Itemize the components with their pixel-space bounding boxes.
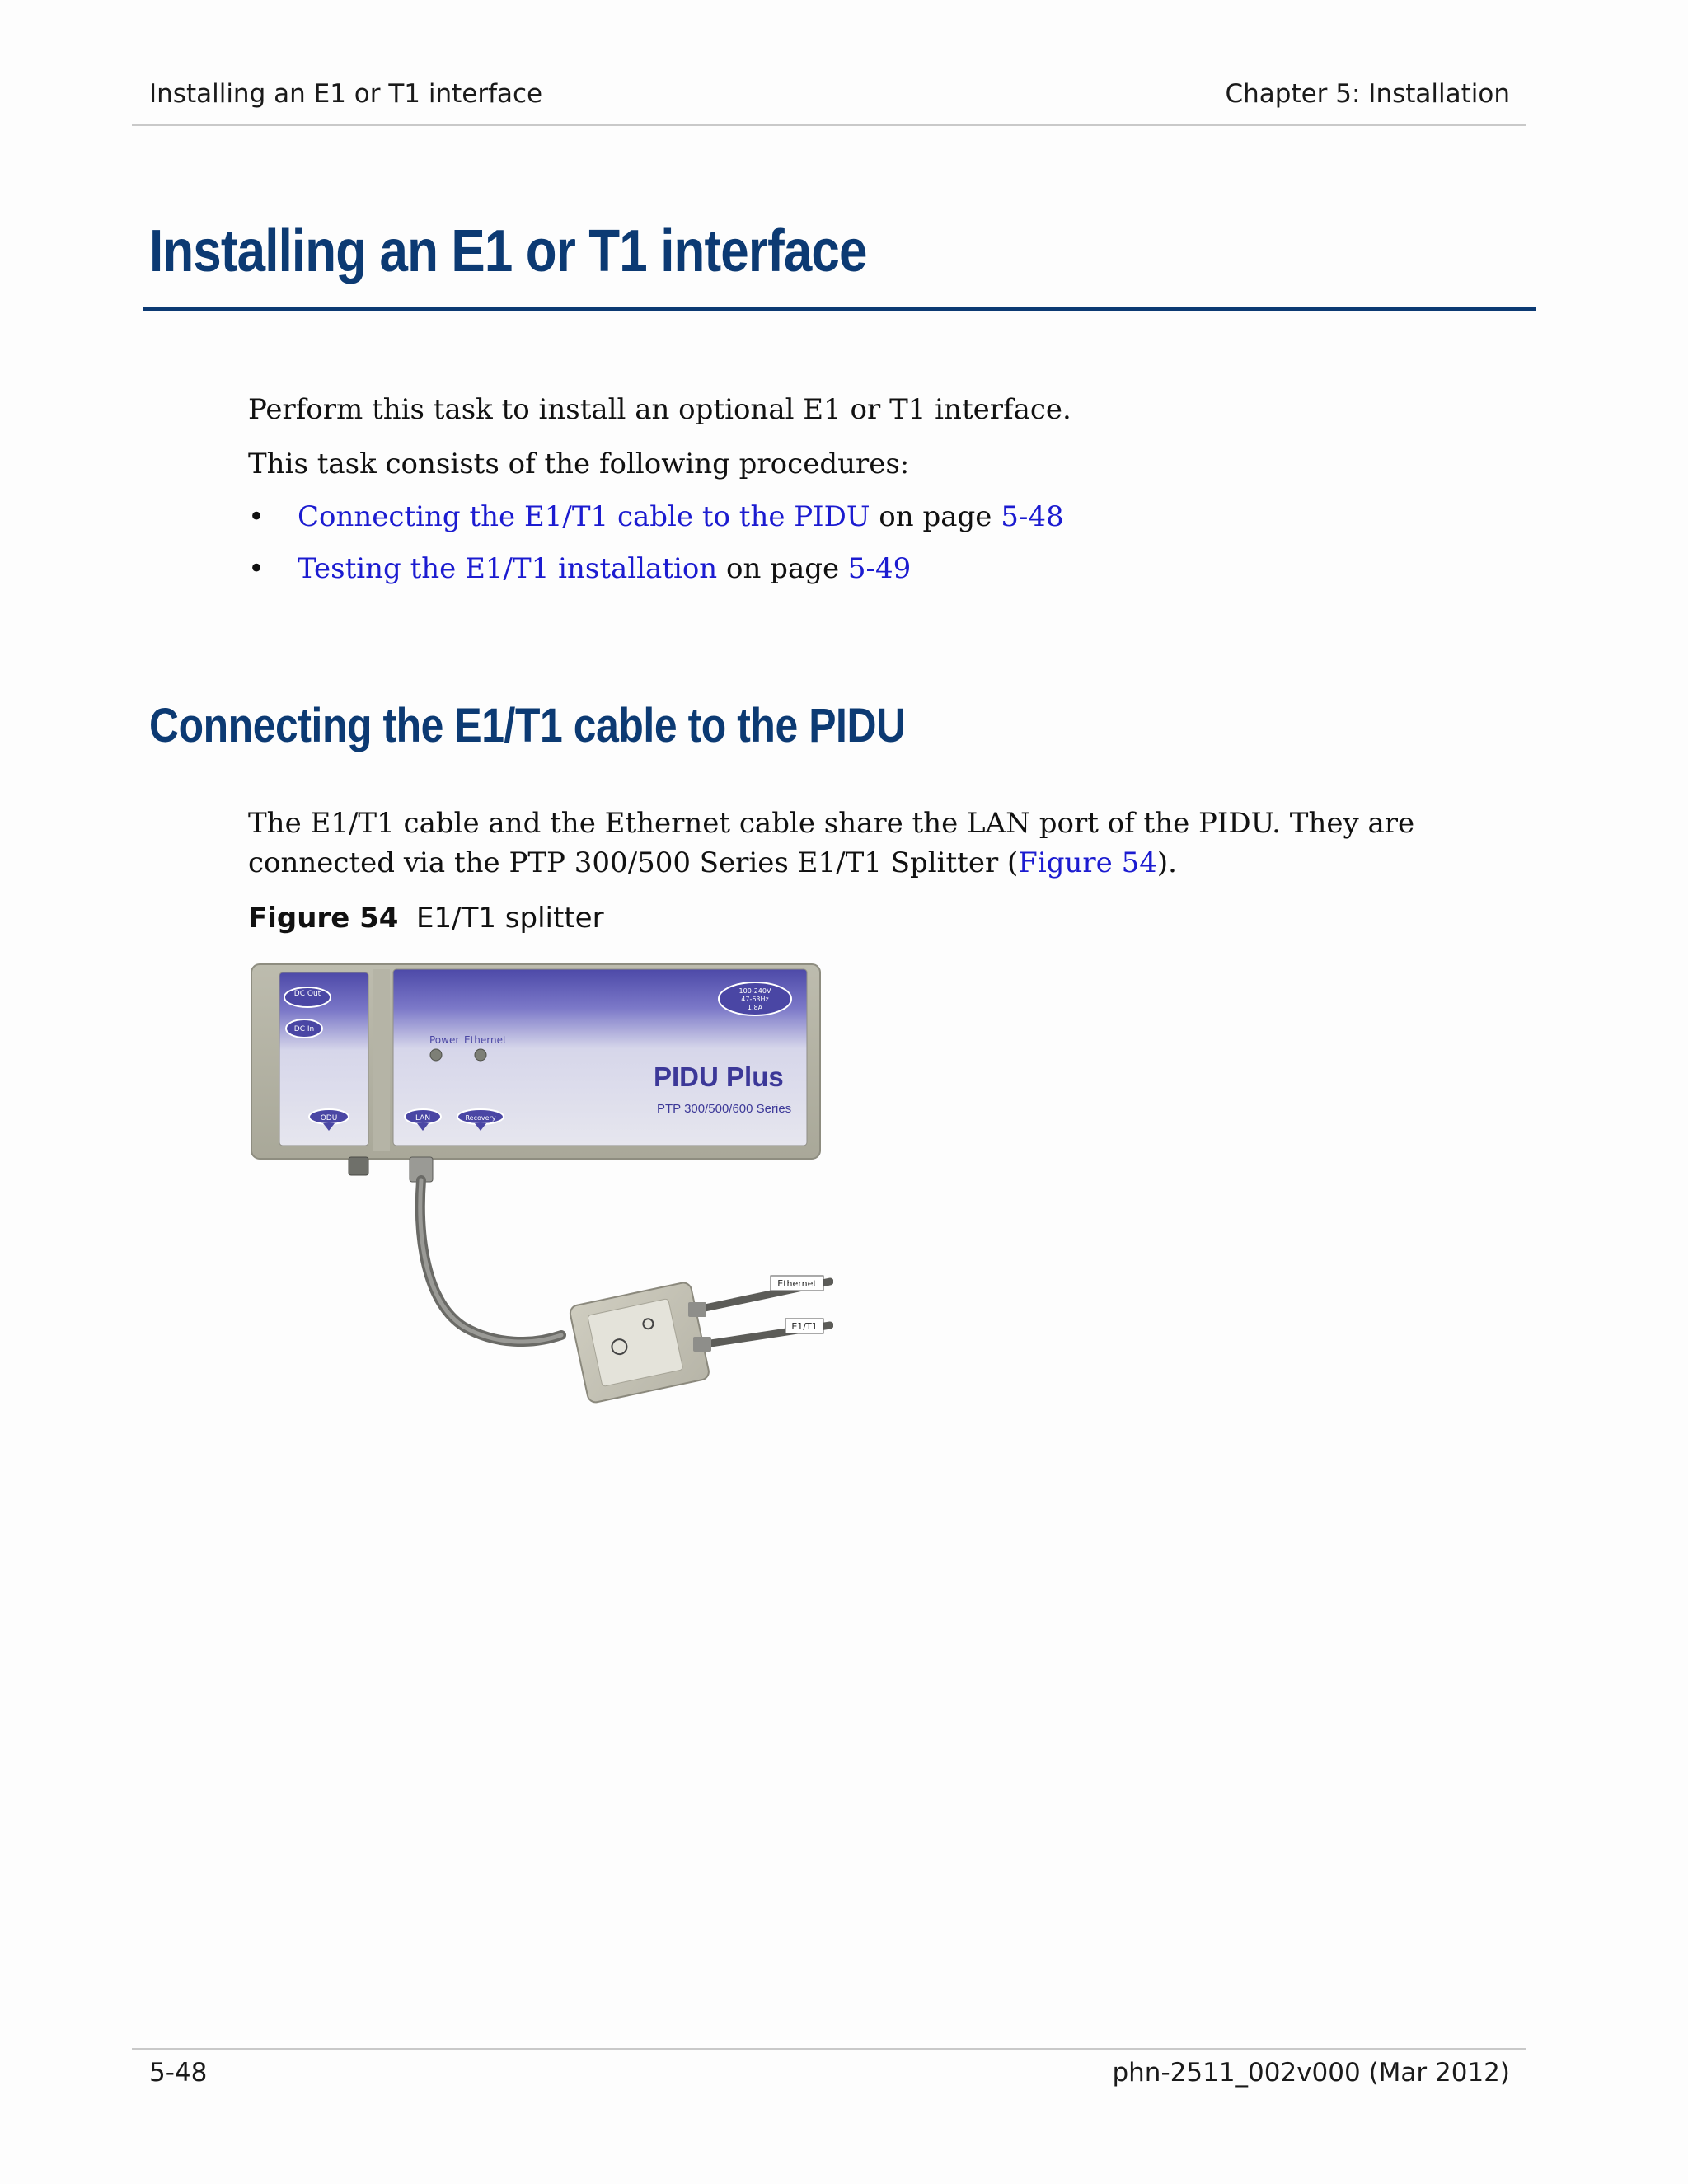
splitter-box <box>569 1282 710 1404</box>
section-paragraph: The E1/T1 cable and the Ethernet cable s… <box>248 804 1451 883</box>
procedure-link-testing[interactable]: Testing the E1/T1 installation <box>298 552 718 585</box>
pidu-left-panel <box>279 972 369 1146</box>
bullet-glyph: • <box>248 552 265 585</box>
splitter-illustration: DC Out DC In 100-240V 47-63Hz 1.8A Power… <box>251 963 833 1404</box>
dc-out-badge <box>284 987 331 1008</box>
section-text-line2: connected via the PTP 300/500 Series E1/… <box>248 846 1019 879</box>
recovery-port-label: Recovery <box>465 1114 495 1122</box>
page-title: Installing an E1 or T1 interface <box>149 218 867 284</box>
brand-label: PIDU Plus <box>654 1062 784 1092</box>
pidu-divider <box>373 969 390 1151</box>
lan-cable-highlight <box>418 1178 564 1344</box>
rating-frequency: 47-63Hz <box>741 996 768 1003</box>
document-id: phn-2511_002v000 (Mar 2012) <box>1112 2058 1510 2088</box>
page-ref-text: on page <box>870 500 1001 533</box>
dc-in-label: DC In <box>294 1025 314 1033</box>
figure-number: Figure 54 <box>248 902 399 935</box>
page-ref-text: on page <box>717 552 848 585</box>
odu-port-label: ODU <box>321 1114 338 1122</box>
recovery-port-arrow-icon <box>475 1123 486 1131</box>
ethernet-callout-box <box>770 1275 824 1291</box>
footer-divider <box>132 2048 1526 2050</box>
e1t1-callout: E1/T1 <box>791 1321 817 1332</box>
title-underline <box>143 307 1536 311</box>
odu-connector <box>348 1156 369 1176</box>
lan-port-label: LAN <box>415 1114 430 1122</box>
ethernet-callout: Ethernet <box>777 1278 817 1289</box>
figure-54-link[interactable]: Figure 54 <box>1018 846 1157 879</box>
figure-title: E1/T1 splitter <box>416 902 604 935</box>
running-header-chapter: Chapter 5: Installation <box>1225 79 1510 109</box>
series-label: PTP 300/500/600 Series <box>657 1102 791 1116</box>
page-link-5-49[interactable]: 5-49 <box>847 552 912 585</box>
e1t1-plug <box>693 1337 711 1352</box>
power-led-label: Power <box>429 1034 459 1046</box>
ethernet-plug <box>688 1302 706 1317</box>
section-text-end: ). <box>1156 846 1177 879</box>
power-led <box>429 1048 443 1062</box>
lan-port-arrow-icon <box>417 1123 429 1131</box>
bullet-glyph: • <box>248 500 265 533</box>
pidu-main-panel <box>392 968 808 1146</box>
running-header-title: Installing an E1 or T1 interface <box>149 79 543 109</box>
rating-badge <box>718 982 792 1016</box>
section-text-line1: The E1/T1 cable and the Ethernet cable s… <box>248 807 1415 840</box>
ethernet-led <box>474 1048 487 1062</box>
odu-port-arrow-icon <box>323 1123 335 1131</box>
intro-paragraph: Perform this task to install an optional… <box>248 393 1071 426</box>
dc-out-label: DC Out <box>294 990 321 998</box>
header-divider <box>132 124 1526 126</box>
ethernet-led-label: Ethernet <box>464 1034 507 1046</box>
page-number: 5-48 <box>149 2058 208 2088</box>
e1t1-callout-box <box>785 1318 824 1334</box>
procedures-intro: This task consists of the following proc… <box>248 448 910 480</box>
figure-e1t1-splitter-photo: DC Out DC In 100-240V 47-63Hz 1.8A Power… <box>248 956 833 1431</box>
lan-cable <box>415 1175 566 1347</box>
procedure-link-connecting[interactable]: Connecting the E1/T1 cable to the PIDU <box>298 500 870 533</box>
section-heading: Connecting the E1/T1 cable to the PIDU <box>149 699 906 752</box>
rating-current: 1.8A <box>748 1004 763 1011</box>
figure-caption: Figure 54 E1/T1 splitter <box>248 902 604 935</box>
dc-in-badge <box>285 1019 323 1038</box>
rating-voltage: 100-240V <box>739 987 771 995</box>
page-link-5-48[interactable]: 5-48 <box>1001 500 1064 533</box>
